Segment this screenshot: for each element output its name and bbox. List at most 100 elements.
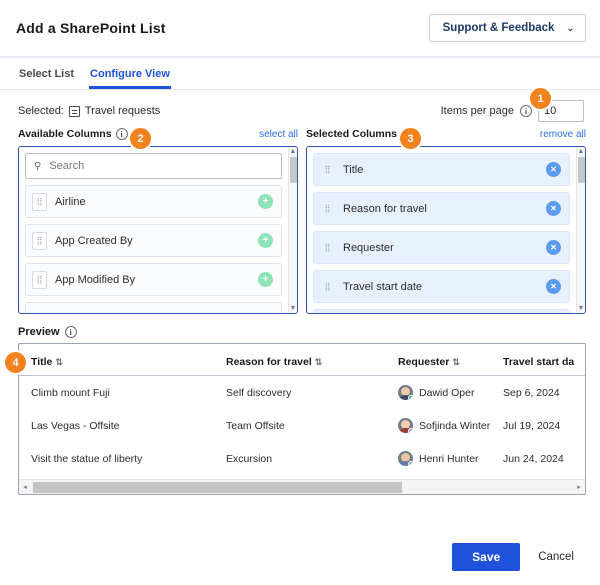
table-row[interactable]: Visit the statue of liberty Excursion He… — [19, 442, 585, 475]
selected-columns-header: Selected Columns i remove all — [306, 126, 586, 142]
column-header-reason[interactable]: Reason for travel⇅ — [214, 344, 386, 376]
avatar — [398, 385, 413, 400]
add-column-button[interactable]: + — [258, 272, 273, 287]
scroll-down-icon[interactable]: ▼ — [577, 305, 585, 312]
sort-icon: ⇅ — [55, 357, 63, 367]
scroll-right-icon[interactable]: ▸ — [577, 484, 581, 491]
cell-title: Climb mount Fuji — [31, 386, 110, 399]
person-name: Dawid Oper — [419, 386, 475, 399]
column-label: Requester — [343, 241, 394, 254]
drag-handle-icon[interactable]: ⣿ — [32, 231, 47, 250]
info-icon-preview[interactable]: i — [64, 326, 77, 338]
scrollbar-track[interactable] — [31, 480, 573, 495]
scrollbar-thumb[interactable] — [578, 157, 585, 183]
select-all-link[interactable]: select all — [259, 128, 298, 140]
tab-configure-view[interactable]: Configure View — [89, 68, 171, 89]
support-and-feedback-button[interactable]: Support & Feedback ⌄ — [428, 14, 586, 42]
chevron-down-icon: ⌄ — [566, 22, 574, 33]
available-columns-scroll: ⚲ ⣿ Airline + ⣿ App Created By + ⣿ App M… — [19, 147, 288, 313]
add-column-button[interactable]: + — [258, 194, 273, 209]
table-row[interactable]: Las Vegas - Offsite Team Offsite Sofjind… — [19, 409, 585, 442]
cell-date: Sep 6, 2024 — [503, 386, 560, 399]
available-column-item-airline[interactable]: ⣿ Airline + — [25, 185, 282, 218]
selected-column-item-reason-for-travel[interactable]: ⣿ Reason for travel ✕ — [313, 192, 570, 225]
available-column-item-partial[interactable] — [25, 302, 282, 313]
avatar — [398, 451, 413, 466]
drag-handle-icon[interactable]: ⣿ — [32, 270, 47, 289]
preview-table-head: Title⇅ Reason for travel⇅ Requester⇅ Tra… — [19, 344, 585, 376]
search-field[interactable]: ⚲ — [25, 153, 282, 179]
tab-select-list[interactable]: Select List — [19, 68, 75, 80]
scroll-up-icon[interactable]: ▲ — [577, 148, 585, 155]
remove-column-button[interactable]: ✕ — [546, 240, 561, 255]
search-input[interactable] — [47, 159, 273, 173]
selected-column-item-title[interactable]: ⣿ Title ✕ — [313, 153, 570, 186]
items-per-page-input[interactable] — [538, 100, 584, 122]
column-label: App Modified By — [55, 273, 136, 286]
selected-column-item-partial[interactable] — [313, 309, 570, 313]
scroll-up-icon[interactable]: ▲ — [289, 148, 297, 155]
list-icon — [68, 105, 80, 117]
dialog-footer: Save Cancel — [0, 529, 600, 585]
avatar — [398, 418, 413, 433]
scroll-down-icon[interactable]: ▼ — [289, 305, 297, 312]
scrollbar-thumb[interactable] — [33, 481, 402, 493]
cancel-button[interactable]: Cancel — [534, 545, 578, 569]
save-button[interactable]: Save — [452, 543, 521, 571]
column-label: App Created By — [55, 234, 133, 247]
cell-date: Jun 24, 2024 — [503, 452, 564, 465]
remove-column-button[interactable]: ✕ — [546, 162, 561, 177]
column-label: Travel start date — [343, 280, 423, 293]
person-name: Henri Hunter — [419, 452, 479, 465]
dialog-header: Add a SharePoint List Support & Feedback… — [0, 0, 600, 58]
available-columns-title: Available Columns — [18, 128, 112, 140]
drag-handle-icon[interactable]: ⣿ — [324, 165, 331, 174]
available-column-item-app-modified-by[interactable]: ⣿ App Modified By + — [25, 263, 282, 296]
step-badge-4: 4 — [5, 352, 26, 373]
scroll-left-icon[interactable]: ◂ — [23, 484, 27, 491]
remove-column-button[interactable]: ✕ — [546, 279, 561, 294]
selected-list-row: Selected: Travel requests Items per page… — [0, 90, 600, 126]
search-icon: ⚲ — [34, 160, 42, 172]
preview-table: Title⇅ Reason for travel⇅ Requester⇅ Tra… — [19, 344, 585, 475]
step-badge-2: 2 — [130, 128, 151, 149]
drag-handle-icon[interactable]: ⣿ — [324, 243, 331, 252]
table-row[interactable]: Climb mount Fuji Self discovery Dawid Op… — [19, 376, 585, 410]
add-column-button[interactable]: + — [258, 233, 273, 248]
selected-columns-scrollbar[interactable]: ▲ ▼ — [576, 147, 585, 313]
tab-bar: Select List Configure View — [0, 58, 600, 90]
preview-table-body: Climb mount Fuji Self discovery Dawid Op… — [19, 376, 585, 476]
cell-reason: Team Offsite — [226, 419, 285, 432]
info-icon-items-per-page[interactable]: i — [520, 105, 532, 117]
column-label: Airline — [55, 195, 86, 208]
column-header-title[interactable]: Title⇅ — [19, 344, 214, 376]
selected-column-item-requester[interactable]: ⣿ Requester ✕ — [313, 231, 570, 264]
cell-requester: Sofjinda Winter — [386, 409, 491, 442]
drag-handle-icon[interactable]: ⣿ — [324, 282, 331, 291]
step-badge-1: 1 — [530, 88, 551, 109]
drag-handle-icon[interactable]: ⣿ — [324, 204, 331, 213]
available-columns-scrollbar[interactable]: ▲ ▼ — [288, 147, 297, 313]
column-header-requester[interactable]: Requester⇅ — [386, 344, 491, 376]
sort-icon: ⇅ — [452, 357, 460, 367]
column-label: Title — [343, 163, 364, 176]
selected-list-name: Travel requests — [84, 105, 161, 117]
header-label: Requester — [398, 356, 450, 368]
preview-horizontal-scrollbar[interactable]: ◂ ▸ — [19, 479, 585, 494]
available-column-item-app-created-by[interactable]: ⣿ App Created By + — [25, 224, 282, 257]
preview-table-container: Title⇅ Reason for travel⇅ Requester⇅ Tra… — [18, 343, 586, 495]
cell-reason: Excursion — [226, 452, 273, 465]
selected-column-item-travel-start-date[interactable]: ⣿ Travel start date ✕ — [313, 270, 570, 303]
selected-columns-box: ⣿ Title ✕ ⣿ Reason for travel ✕ ⣿ Reques… — [306, 146, 586, 314]
preview-header: Preview i — [0, 314, 600, 343]
scrollbar-thumb[interactable] — [290, 157, 297, 183]
presence-badge — [408, 428, 413, 433]
cell-title: Visit the statue of liberty — [31, 452, 143, 465]
remove-column-button[interactable]: ✕ — [546, 201, 561, 216]
column-header-travel-start-date[interactable]: Travel start da — [491, 344, 585, 376]
person-chip: Dawid Oper — [398, 385, 487, 400]
remove-all-link[interactable]: remove all — [539, 128, 586, 140]
info-icon-available-columns[interactable]: i — [115, 128, 128, 140]
drag-handle-icon[interactable]: ⣿ — [32, 192, 47, 211]
cell-requester: Henri Hunter — [386, 442, 491, 475]
